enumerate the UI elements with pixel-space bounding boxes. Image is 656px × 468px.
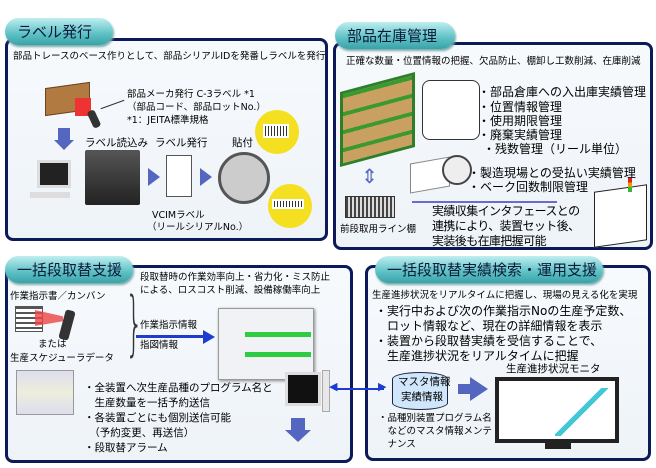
gantt-chart — [555, 388, 610, 436]
panel-subtitle: 部品トレースのベース作りとして、部品シリアルIDを発番しラベルを発行 — [13, 51, 326, 62]
rack-label: 前段取用ライン棚 — [340, 224, 417, 235]
panel-subtitle: 生産進捗状況をリアルタイムに把握し、現場の見える化を実現 — [372, 290, 638, 301]
step-label: ラベル読込み — [85, 137, 148, 149]
right-arrow-icon — [458, 384, 470, 394]
monitor-stand — [545, 443, 571, 449]
results-bullet: ・実行中および次の作業指示Noの生産予定数、 — [375, 304, 632, 318]
db-label: マスタ情報 — [398, 376, 451, 388]
inventory-bullet: ・ベーク回数制限管理 — [468, 180, 589, 194]
status-bar — [245, 332, 311, 337]
source-label: 作業指示書／カンバン — [10, 291, 106, 302]
maintenance-text: などのマスタ情報メンテ — [378, 426, 493, 437]
printer-icon — [85, 150, 140, 205]
double-arrow-icon: ⇕ — [361, 164, 378, 188]
changeover-bullet: ・全装置へ次生産品種のプログラム名と — [84, 382, 273, 394]
changeover-bullet: ・段取替アラーム — [84, 442, 168, 454]
mounter-machine-icon — [594, 184, 647, 248]
down-arrow-icon — [58, 128, 70, 140]
maker-label-text: 部品メーカ発行 C-3ラベル *1 — [127, 89, 255, 100]
interface-text: 連携により、装置セット後、 — [432, 219, 580, 233]
vcim-label-text: VCIMラベル — [152, 210, 205, 221]
interface-text: 実績収集インタフェースとの — [432, 204, 580, 218]
changeover-bullet: ・各装置ごとにも個別送信可能 — [84, 412, 231, 424]
panel-subtitle: 正確な数量・位置情報の把握、欠品防止、棚卸し工数削減、在庫削減 — [346, 56, 641, 67]
maker-label-text: *1：JEITA標準規格 — [127, 115, 209, 126]
maintenance-text: ナンス — [378, 439, 416, 450]
panel-title: 一括段取替支援 — [5, 256, 133, 283]
keyboard-icon — [30, 192, 70, 198]
barcode-icon — [263, 124, 289, 138]
panel-title: 一括段取替実績検索・運用支援 — [375, 256, 603, 283]
results-bullet: 生産進捗状況をリアルタイムに把握 — [375, 349, 579, 363]
system-screenshot — [218, 308, 314, 380]
right-arrow-icon — [148, 168, 160, 186]
or-label: または — [38, 339, 67, 350]
scheduler-screenshot — [16, 370, 74, 415]
maintenance-text: ・品種別装置プログラム名 — [378, 413, 492, 424]
scan-callout — [422, 80, 480, 140]
panel-title: 部品在庫管理 — [335, 22, 455, 49]
pc-monitor-icon — [285, 372, 321, 406]
step-label: ラベル発行 — [155, 137, 208, 149]
line-rack-icon — [345, 196, 395, 218]
right-arrow-icon — [470, 377, 488, 401]
arrow-left-icon: ◀ — [329, 380, 338, 393]
panel-subtitle: 段取替時の作業効率向上・省力化・ミス防止 — [140, 272, 331, 283]
results-bullet: ・装置から段取替実績を受信することで、 — [375, 334, 603, 348]
inventory-bullet: ・使用期限管理 — [478, 114, 563, 128]
interface-text: 実装後も在庫把握可能 — [432, 234, 547, 248]
inventory-bullet: ・製造現場との受払い実績管理 — [468, 166, 636, 180]
inventory-bullet: ・位置情報管理 — [478, 100, 563, 114]
arrow-right-icon: ▶ — [378, 380, 387, 393]
bidirectional-link — [334, 388, 384, 390]
flow-label: 作業指示情報 — [140, 320, 198, 331]
signal-tower-icon — [628, 178, 632, 192]
flow-label: 指図情報 — [140, 340, 179, 351]
inventory-bullet: ・部品倉庫への入出庫実績管理 — [478, 85, 647, 99]
brace: } — [125, 282, 144, 364]
changeover-bullet: 生産数量を一括予約送信 — [84, 397, 210, 409]
vcim-label-text: （リールシリアルNo.） — [147, 222, 249, 233]
panel-subtitle: による、ロスコスト削減、設備稼働率向上 — [140, 285, 321, 296]
source-label: 生産スケジューラデータ — [10, 353, 114, 364]
step-label: 貼付 — [232, 137, 253, 149]
inventory-bullet: ・廃棄実績管理 — [478, 128, 563, 142]
pc-tower-icon — [322, 370, 330, 412]
down-arrow-icon — [54, 140, 74, 150]
flow-arrow — [136, 335, 204, 338]
reel-icon — [442, 155, 472, 185]
db-label: 実績情報 — [401, 391, 443, 403]
down-arrow-icon — [291, 418, 305, 430]
database-icon — [392, 372, 448, 410]
inventory-bullet: ・残数管理（リール単位） — [483, 142, 628, 156]
computer-icon — [37, 160, 71, 188]
status-bar — [245, 352, 311, 357]
changeover-bullet: （予約変更、再送信） — [84, 427, 195, 439]
label-roll-icon — [166, 155, 192, 197]
flow-arrow-head — [203, 330, 215, 344]
results-bullet: ロット情報など、現在の詳細情報を表示 — [375, 319, 603, 333]
reel-icon — [218, 152, 270, 204]
monitor-label: 生産進捗状況モニタ — [506, 363, 601, 375]
panel-title: ラベル発行 — [5, 18, 113, 45]
barcode-icon — [272, 199, 304, 209]
link-arrow — [412, 201, 557, 203]
right-arrow-icon — [200, 168, 212, 186]
maker-label-text: （部品コード、部品ロットNo.） — [127, 102, 266, 113]
down-arrow-icon — [285, 430, 311, 442]
